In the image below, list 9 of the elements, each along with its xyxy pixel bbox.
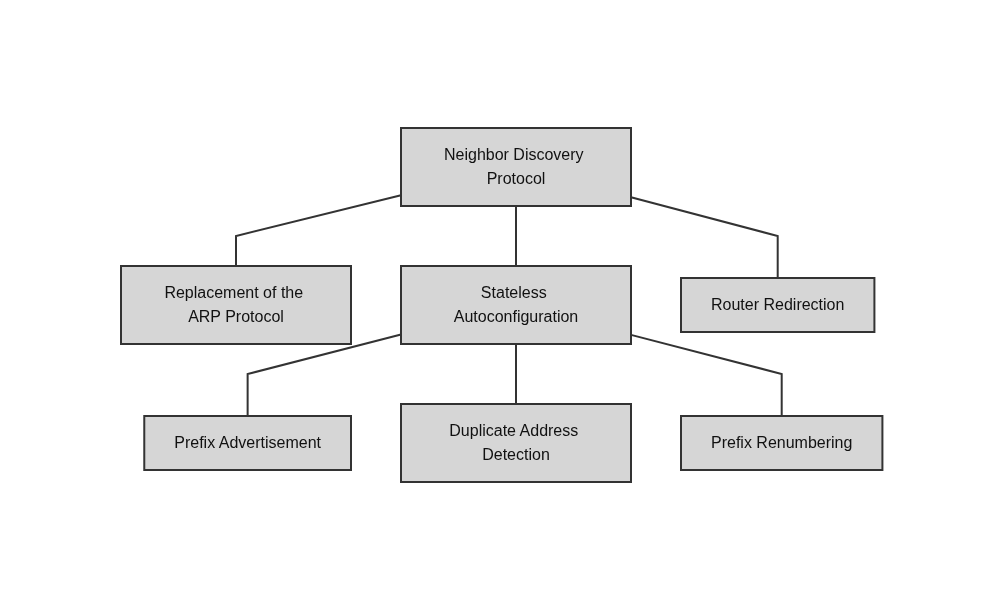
node-box: Replacement of the ARP Protocol bbox=[119, 265, 352, 345]
node-box: Neighbor Discovery Protocol bbox=[399, 127, 632, 207]
connector bbox=[514, 343, 517, 405]
node-box: Duplicate Address Detection bbox=[399, 403, 632, 483]
connector bbox=[514, 205, 517, 267]
node-box: Router Redirection bbox=[679, 277, 876, 333]
node-box: Prefix Renumbering bbox=[679, 415, 884, 471]
node-box: Stateless Autoconfiguration bbox=[399, 265, 632, 345]
node-box: Prefix Advertisement bbox=[143, 415, 352, 471]
